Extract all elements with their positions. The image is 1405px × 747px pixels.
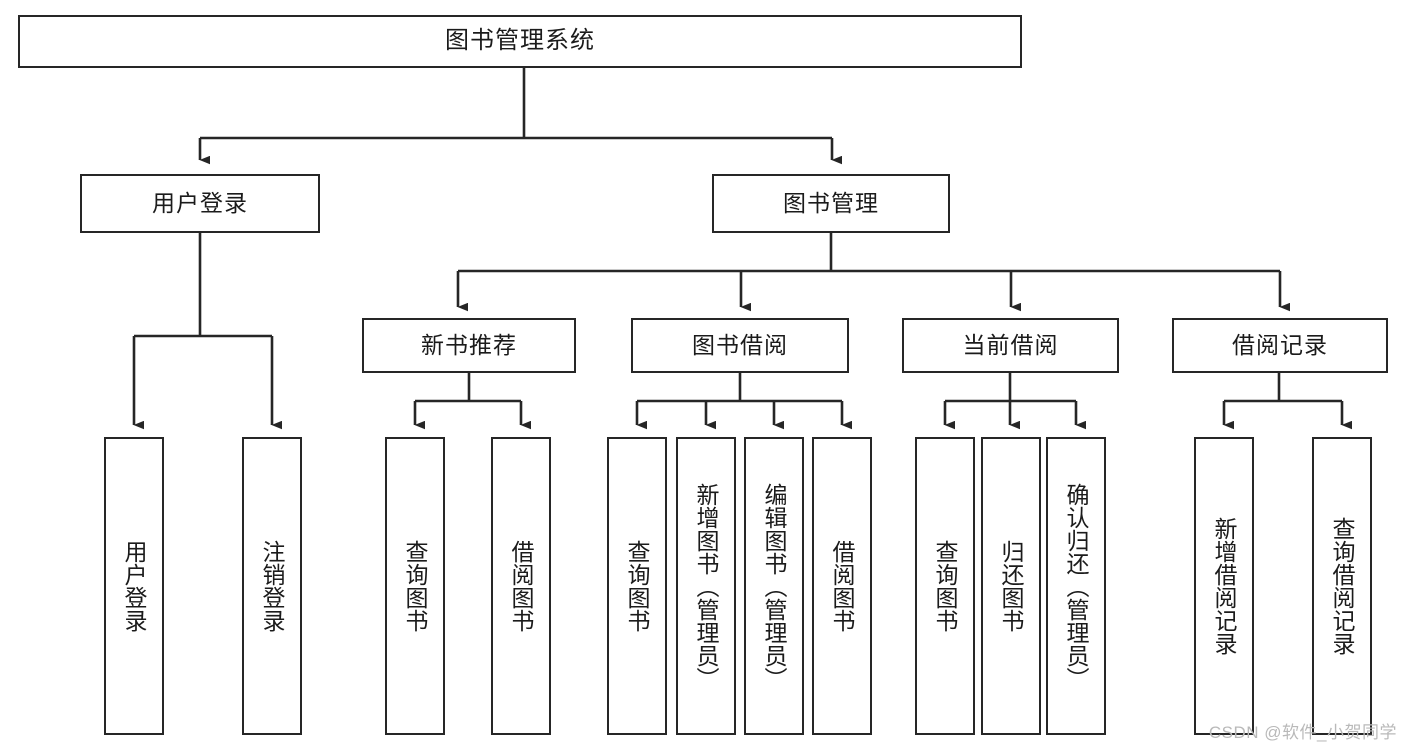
node-leaf-add-borrow-record[interactable]: 新增借阅记录 <box>1194 437 1254 735</box>
node-leaf-user-login[interactable]: 用户登录 <box>104 437 164 735</box>
node-leaf-query-book-recommend[interactable]: 查询图书 <box>385 437 445 735</box>
node-leaf-query-borrow-record[interactable]: 查询借阅记录 <box>1312 437 1372 735</box>
node-leaf-edit-book-admin[interactable]: 编辑图书（管理员） <box>744 437 804 735</box>
edge-borrow-record-to-leaves <box>1222 373 1352 430</box>
watermark-text: CSDN @软件_小贺同学 <box>1208 723 1397 742</box>
leaf-label: 查询图书 <box>624 540 651 632</box>
node-leaf-add-book-admin[interactable]: 新增图书（管理员） <box>676 437 736 735</box>
node-leaf-borrow-book[interactable]: 借阅图书 <box>812 437 872 735</box>
leaf-label: 编辑图书（管理员） <box>761 482 788 690</box>
edge-root-to-level1 <box>198 68 842 165</box>
leaf-label: 确认归还（管理员） <box>1063 482 1090 690</box>
leaf-label: 借阅图书 <box>829 540 856 632</box>
leaf-label: 借阅图书 <box>508 540 535 632</box>
node-leaf-confirm-return-admin[interactable]: 确认归还（管理员） <box>1046 437 1106 735</box>
edge-book-manage-to-level2 <box>456 233 1290 312</box>
leaf-label: 新增图书（管理员） <box>693 482 720 690</box>
node-leaf-borrow-book-recommend[interactable]: 借阅图书 <box>491 437 551 735</box>
node-leaf-return-book[interactable]: 归还图书 <box>981 437 1041 735</box>
leaf-label: 归还图书 <box>998 540 1025 632</box>
node-borrow-record[interactable]: 借阅记录 <box>1172 318 1388 373</box>
leaf-label: 查询图书 <box>402 540 429 632</box>
edge-current-borrow-to-leaves <box>943 373 1086 430</box>
node-book-manage[interactable]: 图书管理 <box>712 174 950 233</box>
node-book-borrow[interactable]: 图书借阅 <box>631 318 849 373</box>
edge-book-borrow-to-leaves <box>635 373 852 430</box>
node-root-system[interactable]: 图书管理系统 <box>18 15 1022 68</box>
node-leaf-query-book-current[interactable]: 查询图书 <box>915 437 975 735</box>
node-user-login[interactable]: 用户登录 <box>80 174 320 233</box>
leaf-label: 新增借阅记录 <box>1211 517 1238 655</box>
node-current-borrow[interactable]: 当前借阅 <box>902 318 1119 373</box>
edge-new-book-to-leaves <box>413 373 531 430</box>
leaf-label: 查询图书 <box>932 540 959 632</box>
node-leaf-query-book[interactable]: 查询图书 <box>607 437 667 735</box>
leaf-label: 查询借阅记录 <box>1329 517 1356 655</box>
leaf-label: 用户登录 <box>121 540 148 632</box>
node-new-book-recommend[interactable]: 新书推荐 <box>362 318 576 373</box>
node-leaf-logout[interactable]: 注销登录 <box>242 437 302 735</box>
leaf-label: 注销登录 <box>259 540 286 632</box>
edge-user-login-to-leaves <box>132 233 282 430</box>
